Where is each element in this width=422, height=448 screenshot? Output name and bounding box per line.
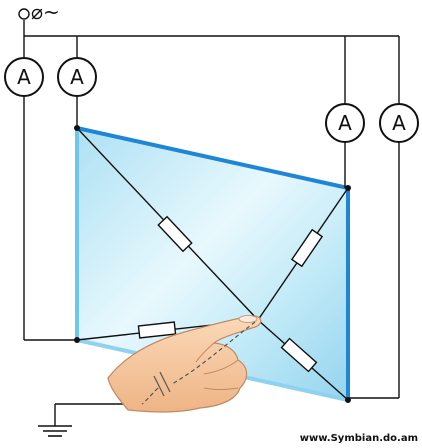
hand-icon <box>107 315 262 413</box>
resistor-top-right <box>290 228 324 268</box>
ammeter-1: A <box>4 57 44 97</box>
supply-symbol: ⌀~ <box>31 0 60 24</box>
resistors <box>137 215 324 373</box>
fingernail <box>238 315 258 323</box>
ammeter-3: A <box>325 103 365 143</box>
ammeter-4: A <box>379 103 419 143</box>
resistor-bottom-left <box>137 321 177 339</box>
body-capacitor <box>141 321 256 405</box>
supply-terminal <box>18 8 30 20</box>
ammeter-4-label: A <box>392 111 406 135</box>
ammeter-3-label: A <box>338 111 352 135</box>
panel-top-edge <box>76 126 349 190</box>
ammeter-1-label: A <box>17 65 31 89</box>
ground-icon <box>38 425 72 437</box>
watermark: www.Symbian.do.am <box>300 433 418 444</box>
ammeter-2-label: A <box>70 65 84 89</box>
ammeter-2: A <box>57 57 97 97</box>
resistor-top-left <box>157 215 193 253</box>
resistor-bottom-right <box>280 337 318 373</box>
